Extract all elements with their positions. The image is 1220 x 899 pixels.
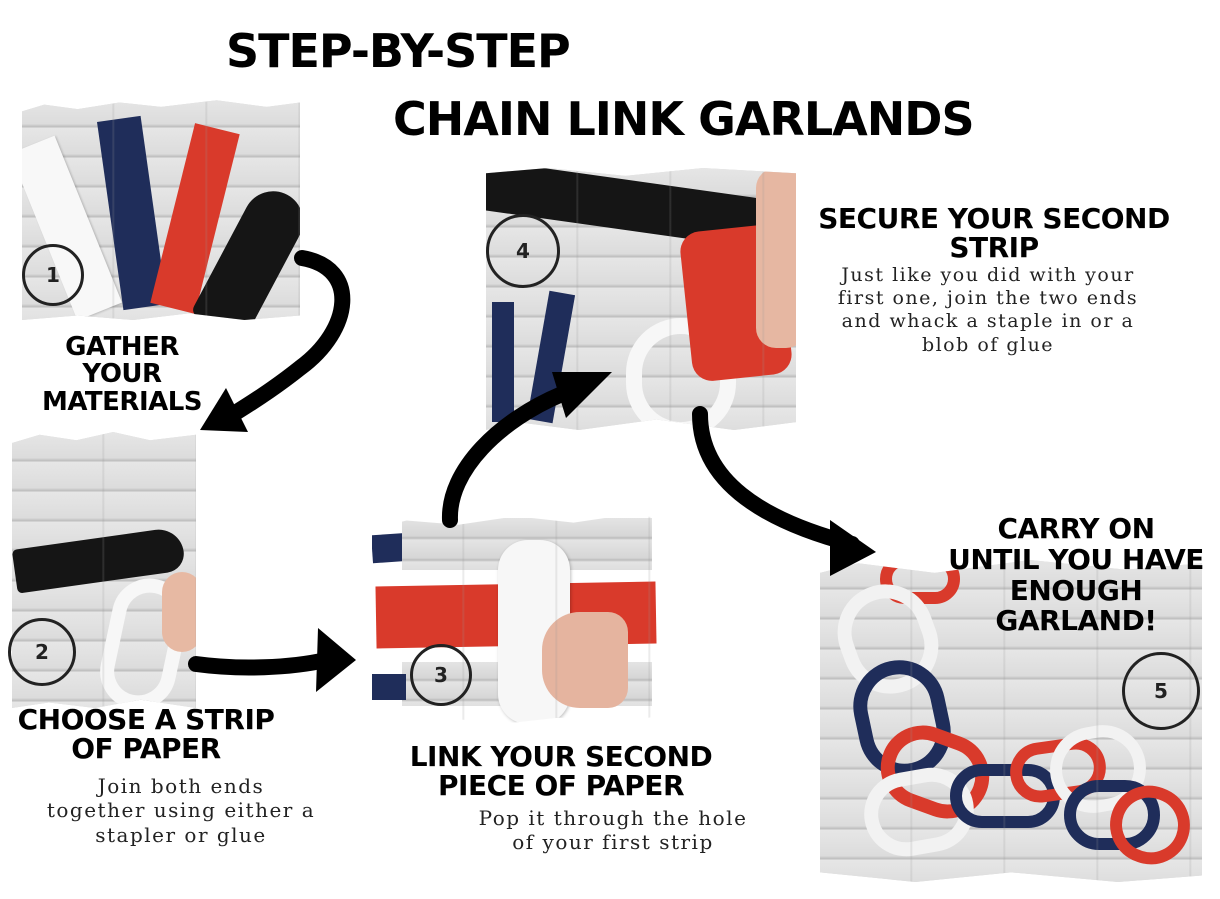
arrow-step-2-to-3 [188,652,334,676]
step-5-heading-line-4: GARLAND! [995,604,1157,638]
step-4-description-line-2: first one, join the two ends [837,287,1139,310]
step-3-heading-line-1: LINK YOUR SECOND [409,740,713,773]
step-3-number: 3 [410,644,472,706]
step-1-number: 1 [22,244,84,306]
hand [542,612,628,708]
step-4-number: 4 [486,214,560,288]
hand [162,572,196,652]
step-2-description-line-2: together using either a [46,798,316,823]
step-5-number: 5 [1122,652,1200,730]
step-4-heading: SECURE YOUR SECOND STRIP [812,204,1176,263]
step-1-photo [22,100,300,320]
step-5-heading-line-2: UNTIL YOU HAVE [948,542,1204,576]
step-4-photo [486,168,796,430]
step-4-description-line-4: blob of glue [921,333,1055,356]
step-2-description-line-3: stapler or glue [95,822,267,847]
step-4-description-line-1: Just like you did with your [841,264,1135,286]
title-line-2: CHAIN LINK GARLANDS [393,92,975,146]
navy-paper-strip [526,290,576,424]
navy-brush-stroke-lower [372,674,406,700]
step-4-heading-line-1: SECURE YOUR SECOND [818,202,1170,235]
step-2-heading-line-1: CHOOSE A STRIP [17,703,275,736]
arrow-step-4-to-5 [692,406,860,552]
step-2-number: 2 [8,618,76,686]
step-1-heading: GATHER YOUR MATERIALS [22,332,222,417]
hand [756,168,796,348]
step-1-heading-line-2: MATERIALS [41,386,203,417]
step-3-description: Pop it through the hole of your first st… [446,806,780,855]
title-line-1: STEP-BY-STEP [226,24,571,78]
navy-paper-strip [492,302,514,422]
step-3-description-line-2: of your first strip [512,830,714,855]
step-5-photo [820,560,1202,882]
step-2-heading: CHOOSE A STRIP OF PAPER [14,705,278,764]
step-5-heading: CARRY ON UNTIL YOU HAVE ENOUGH GARLAND! [936,512,1216,638]
step-5-heading-line-3: ENOUGH [1009,573,1143,607]
step-2-description-line-1: Join both ends [97,774,265,798]
step-3-heading: LINK YOUR SECOND PIECE OF PAPER [408,742,714,801]
step-4-description: Just like you did with your first one, j… [808,264,1168,357]
step-3-description-line-1: Pop it through the hole [478,806,748,830]
step-1-heading-line-1: GATHER YOUR [65,332,179,390]
step-2-heading-line-2: OF PAPER [71,732,221,766]
arrowhead-step-2-to-3 [316,628,356,692]
step-2-description: Join both ends together using either a s… [14,774,348,847]
step-4-heading-line-2: STRIP [949,231,1039,265]
step-3-heading-line-2: PIECE OF PAPER [438,769,685,803]
step-4-description-line-3: and whack a staple in or a [841,310,1135,333]
step-5-heading-line-1: CARRY ON [997,512,1155,545]
